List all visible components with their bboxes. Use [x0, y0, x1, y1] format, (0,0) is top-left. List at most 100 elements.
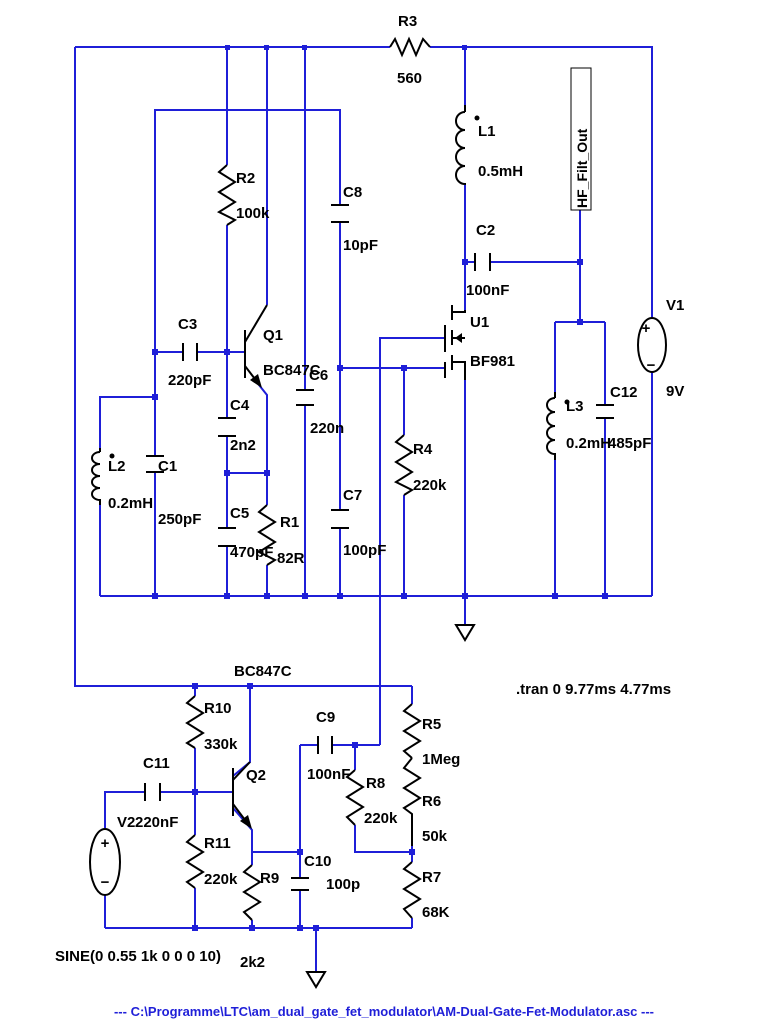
- label-c2-value: 100nF: [466, 282, 509, 299]
- label-c9-value: 100nF: [307, 766, 350, 783]
- resistor-r3: [389, 36, 431, 58]
- resistor-r9: [242, 864, 262, 921]
- label-v2-ref: V2: [117, 814, 135, 831]
- label-c12-value: 485pF: [608, 435, 651, 452]
- capacitor-c12: [596, 404, 614, 419]
- resistor-r5: [402, 703, 422, 759]
- label-r5-value: 1Meg: [422, 751, 460, 768]
- label-c3-ref: C3: [178, 316, 197, 333]
- capacitor-c10: [291, 877, 309, 891]
- label-q2-value: BC847C: [234, 663, 292, 680]
- label-c5-ref: C5: [230, 505, 249, 522]
- label-c10-value: 100p: [326, 876, 360, 893]
- svg-text:+: +: [101, 835, 110, 852]
- capacitor-c3: [182, 343, 198, 361]
- label-c8-ref: C8: [343, 184, 362, 201]
- capacitor-c2: [474, 253, 491, 271]
- label-c9-ref: C9: [316, 709, 335, 726]
- label-r9-ref: R9: [260, 870, 279, 887]
- label-r7-value: 68K: [422, 904, 450, 921]
- label-c3-value: 220pF: [168, 372, 211, 389]
- label-r3-value: 560: [397, 70, 422, 87]
- resistor-r11: [185, 834, 205, 889]
- inductor-l2: [91, 448, 115, 505]
- label-c11-value: 220nF: [135, 814, 178, 831]
- transistor-q1: [244, 304, 268, 388]
- label-r11-ref: R11: [204, 835, 231, 852]
- label-c10-ref: C10: [304, 853, 332, 870]
- label-c7-ref: C7: [343, 487, 362, 504]
- ground-symbol-top: [454, 624, 476, 642]
- junction-dots: [152, 45, 608, 931]
- svg-text:−: −: [647, 357, 656, 374]
- label-c6-value: 220n: [310, 420, 344, 437]
- transistor-q2: [232, 761, 252, 829]
- label-l2-value: 0.2mH: [108, 495, 153, 512]
- label-u1-ref: U1: [470, 314, 489, 331]
- label-r4-ref: R4: [413, 441, 433, 458]
- resistor-r4: [393, 434, 415, 496]
- label-c11-ref: C11: [143, 755, 170, 772]
- voltage-source-v1: + −: [637, 317, 667, 374]
- capacitor-c6: [296, 389, 314, 406]
- resistor-r7: [402, 861, 422, 919]
- capacitor-c11: [144, 783, 161, 801]
- resistor-r2: [216, 164, 238, 226]
- label-r6-ref: R6: [422, 793, 441, 810]
- label-q1-ref: Q1: [263, 327, 283, 344]
- label-r10-ref: R10: [204, 700, 232, 717]
- label-r3-ref: R3: [398, 13, 417, 30]
- label-l3-ref: L3: [566, 398, 584, 415]
- label-r4-value: 220k: [413, 477, 447, 494]
- label-r11-value: 220k: [204, 871, 238, 888]
- label-c1-value: 250pF: [158, 511, 201, 528]
- label-r1-value: 82R: [277, 550, 305, 567]
- label-l1-ref: L1: [478, 123, 496, 140]
- label-v1-value: 9V: [666, 383, 684, 400]
- label-r8-value: 220k: [364, 810, 398, 827]
- label-r6-value: 50k: [422, 828, 448, 845]
- label-l2-ref: L2: [108, 458, 126, 475]
- voltage-source-v2: + −: [89, 828, 121, 896]
- label-c1-ref: C1: [158, 458, 177, 475]
- label-q1-value: BC847C: [263, 362, 321, 379]
- label-r9-value: 2k2: [240, 954, 265, 971]
- label-c7-value: 100pF: [343, 542, 386, 559]
- label-v2-value: SINE(0 0.55 1k 0 0 0 10): [55, 948, 221, 965]
- capacitor-c7: [331, 509, 349, 529]
- label-r8-ref: R8: [366, 775, 385, 792]
- capacitor-c5: [218, 527, 236, 547]
- spice-directive: .tran 0 9.77ms 4.77ms: [516, 681, 671, 698]
- label-c6-ref: C6: [309, 367, 328, 384]
- label-c12-ref: C12: [610, 384, 638, 401]
- inductor-l1: [455, 105, 480, 185]
- label-r2-value: 100k: [236, 205, 270, 222]
- label-l3-value: 0.2mH: [566, 435, 611, 452]
- label-r5-ref: R5: [422, 716, 441, 733]
- capacitor-c1: [146, 455, 164, 473]
- wires-top: [74, 46, 653, 745]
- ground-symbol-bottom: [305, 971, 327, 989]
- label-l1-value: 0.5mH: [478, 163, 523, 180]
- resistor-r8: [345, 769, 365, 826]
- label-c5-value: 470pF: [230, 544, 273, 561]
- label-u1-value: BF981: [470, 353, 515, 370]
- capacitor-c4: [218, 417, 236, 437]
- label-r10-value: 330k: [204, 736, 238, 753]
- resistor-r6: [402, 757, 422, 846]
- label-c4-value: 2n2: [230, 437, 256, 454]
- svg-text:−: −: [101, 874, 110, 891]
- mosfet-u1: [444, 305, 466, 380]
- label-v1-ref: V1: [666, 297, 684, 314]
- file-path-footer: --- C:\Programme\LTC\am_dual_gate_fet_mo…: [114, 1004, 654, 1019]
- inductor-l3: [546, 392, 570, 460]
- resistor-r10: [185, 695, 205, 749]
- label-q2-ref: Q2: [246, 767, 266, 784]
- label-c8-value: 10pF: [343, 237, 378, 254]
- capacitor-c9: [317, 736, 333, 754]
- label-r1-ref: R1: [280, 514, 299, 531]
- net-label-hf-filt-out: HF_Filt_Out: [574, 128, 590, 208]
- label-c2-ref: C2: [476, 222, 495, 239]
- label-r7-ref: R7: [422, 869, 441, 886]
